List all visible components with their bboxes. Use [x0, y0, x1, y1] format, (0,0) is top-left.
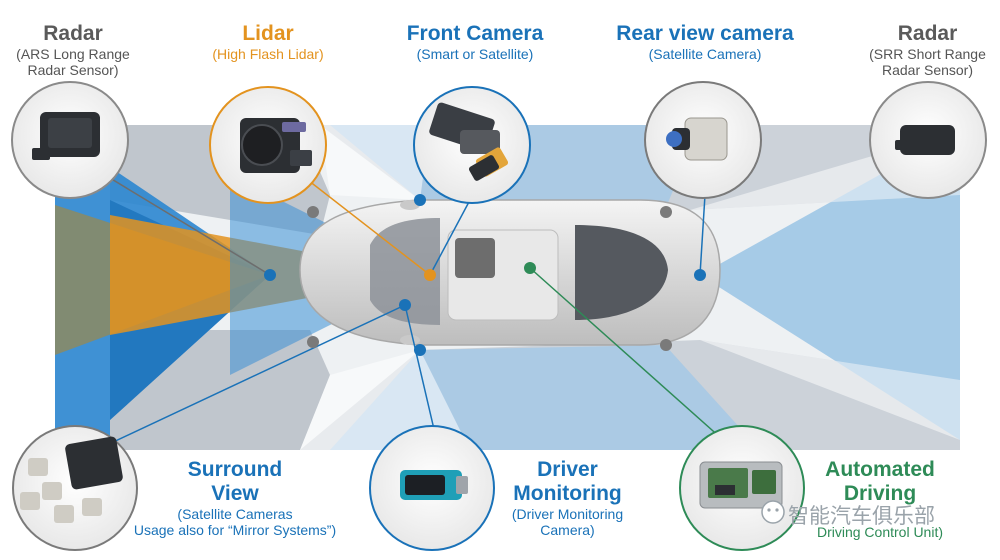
rear-camera-icon [666, 117, 728, 161]
radar-right-subtitle: (SRR Short Range Radar Sensor) [869, 46, 986, 79]
front-camera-icon [429, 102, 509, 181]
surround-title: Surround View [187, 458, 283, 506]
label-radar-right: Radar (SRR Short Range Radar Sensor) [860, 22, 995, 78]
radar-right-circle [869, 81, 987, 199]
connector-surround [74, 304, 406, 461]
connector-rear-camera [699, 194, 706, 276]
dot-gray-front-right [307, 336, 319, 348]
label-front-camera: Front Camera (Smart or Satellite) [390, 22, 560, 62]
driver-monitoring-title: Driver Monitoring [513, 458, 622, 506]
lidar-subtitle: (High Flash Lidar) [212, 46, 324, 63]
automated-subtitle: Driving Control Unit) [816, 524, 944, 541]
dot-mirror-bottom [414, 344, 426, 356]
sensor-dots [264, 194, 706, 356]
radar-left-title: Radar [43, 22, 103, 45]
dot-radar-long-range [264, 269, 276, 281]
white-sector-top [320, 125, 430, 200]
rear-camera-title: Rear view camera [616, 22, 794, 45]
front-camera-subtitle: (Smart or Satellite) [416, 46, 534, 63]
wechat-icon [761, 500, 785, 524]
car-rear-window [575, 225, 668, 320]
label-surround: Surround View (Satellite Cameras Usage a… [120, 458, 350, 538]
car [299, 199, 721, 346]
dot-lidar [424, 269, 436, 281]
driver-monitoring-subtitle: (Driver Monitoring Camera) [511, 506, 624, 539]
driver-monitoring-circle [369, 425, 495, 551]
light-blue-rear-coverage [700, 130, 960, 440]
dot-control-unit [524, 262, 536, 274]
surround-circle [12, 425, 138, 551]
radar-left-circle [11, 81, 129, 199]
label-radar-left: Radar (ARS Long Range Radar Sensor) [8, 22, 138, 78]
connector-lines [74, 169, 741, 461]
car-mirror-right [400, 335, 420, 345]
front-camera-title: Front Camera [406, 22, 544, 45]
connector-front-camera [429, 199, 471, 276]
dot-rear-top [660, 206, 672, 218]
label-driver-monitoring: Driver Monitoring (Driver Monitoring Cam… [495, 458, 640, 538]
surround-subtitle: (Satellite Cameras Usage also for “Mirro… [133, 506, 337, 539]
surround-cameras-icon [20, 436, 123, 523]
radar-left-subtitle: (ARS Long Range Radar Sensor) [16, 46, 130, 79]
short-range-radar-icon [895, 125, 955, 155]
dot-driver-monitoring [399, 299, 411, 311]
control-unit-icon [699, 461, 783, 509]
radar-right-title: Radar [897, 22, 958, 45]
white-sector-rear-bottom [700, 340, 960, 440]
dot-gray-front-left [307, 206, 319, 218]
car-windshield [370, 218, 440, 325]
automated-circle [679, 425, 805, 551]
car-seat-front [455, 238, 495, 278]
radar-sensor-icon [32, 112, 100, 160]
dot-front-camera-mirror [414, 194, 426, 206]
automated-title: Automated Driving [825, 458, 935, 506]
front-camera-circle [413, 86, 531, 204]
connector-automated [529, 267, 741, 456]
lidar-sensor-icon [240, 118, 312, 173]
driver-monitoring-camera-icon [400, 470, 468, 500]
rear-camera-circle [644, 81, 762, 199]
lidar-title: Lidar [242, 22, 294, 45]
label-lidar: Lidar (High Flash Lidar) [198, 22, 338, 62]
watermark-text: 智能汽车俱乐部 [788, 504, 935, 528]
connector-lidar [294, 169, 431, 276]
lidar-circle [209, 86, 327, 204]
label-rear-camera: Rear view camera (Satellite Camera) [605, 22, 805, 62]
connector-radar-left [104, 174, 271, 276]
white-sector-bottom [300, 350, 470, 450]
dot-rear-bottom [660, 339, 672, 351]
rear-camera-subtitle: (Satellite Camera) [648, 46, 762, 63]
label-automated: Automated Driving Driving Control Unit) [800, 458, 960, 540]
dot-rear-camera [694, 269, 706, 281]
